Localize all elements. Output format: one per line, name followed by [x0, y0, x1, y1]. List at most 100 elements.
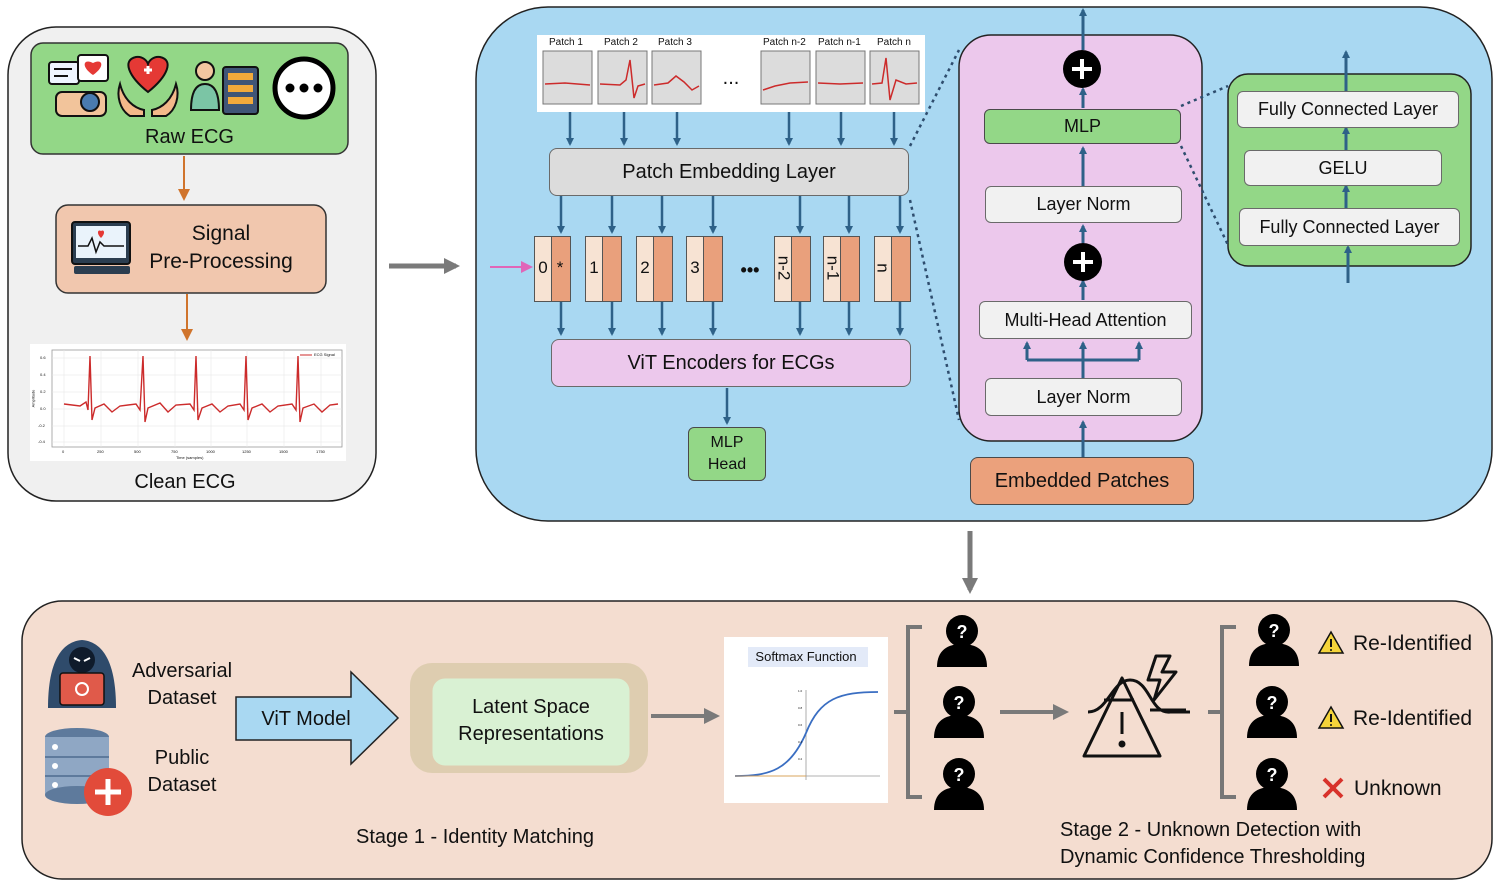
patch-thumb-n: [869, 50, 920, 105]
fully-connected-top: Fully Connected Layer: [1237, 91, 1459, 128]
patch-thumb-2: [597, 50, 648, 105]
patch-strip: [537, 35, 925, 112]
token-label: n: [874, 263, 893, 273]
patch-thumb-n1: [815, 50, 866, 105]
encoder-mlp: MLP: [984, 109, 1181, 144]
svg-text:?: ?: [1269, 621, 1280, 641]
patch-arrows: [566, 107, 898, 146]
softmax-title: Softmax Function: [755, 648, 857, 664]
plot-ytick: -0.4: [38, 439, 45, 444]
heart-hands-icon: [117, 55, 179, 117]
adversarial-dataset-label: Adversarial Dataset: [131, 660, 233, 709]
token-cell: [653, 236, 673, 302]
more-options-icon: [272, 56, 336, 120]
public-dataset-label: Public Dataset: [147, 747, 217, 796]
plot-xtick: 500: [134, 449, 141, 454]
person-icons: ? ? ? ? ? ?: [934, 614, 1299, 810]
warning-icon-1: [1317, 630, 1345, 654]
svg-text:?: ?: [954, 693, 965, 713]
layer-norm-top: Layer Norm: [985, 186, 1182, 223]
hacker-icon: [48, 640, 116, 708]
zoom-lines: [908, 49, 1230, 421]
token-label: 0: [538, 258, 548, 277]
mlp-head: MLP Head: [688, 427, 766, 481]
token-label-vertical: n: [874, 236, 893, 300]
bracket-1: [894, 625, 922, 799]
plus-circle-top: [1063, 50, 1101, 88]
token-cell: [551, 236, 571, 302]
vit-encoders: ViT Encoders for ECGs: [551, 339, 911, 387]
patch-label: Patch 3: [658, 37, 692, 48]
multi-head-attention: Multi-Head Attention: [979, 301, 1192, 339]
softmax-ytick: 0.8: [798, 706, 803, 710]
gelu-layer: GELU: [1244, 150, 1442, 186]
person-icon: ?: [934, 686, 984, 738]
token-cell: [891, 236, 911, 302]
patch-label: Patch n: [877, 37, 911, 48]
smartwatch-chat-icon: [48, 54, 109, 117]
threshold-warning-icon: [1082, 654, 1190, 758]
plot-ytick: 0.0: [40, 406, 46, 411]
plot-xtick: 1250: [242, 449, 251, 454]
plot-xtick: 1000: [206, 449, 215, 454]
patch-label: Patch n-2: [763, 37, 806, 48]
svg-text:?: ?: [954, 765, 965, 785]
plot-legend: ECG Signal: [314, 352, 335, 357]
plot-ytick: 0.4: [40, 372, 46, 377]
person-icon: ?: [1249, 614, 1299, 666]
token-label: 3: [690, 258, 700, 277]
layer-norm-bottom: Layer Norm: [985, 378, 1182, 416]
monitor-icon: [71, 221, 131, 274]
svg-text:?: ?: [1267, 765, 1278, 785]
token-label: 1: [589, 258, 599, 277]
token-cell: [703, 236, 723, 302]
clean-ecg-label: Clean ECG: [134, 470, 236, 493]
outcome-reidentified: Re-Identified: [1353, 632, 1473, 655]
vit-model-arrow: [235, 670, 400, 766]
plot-ytick: 0.2: [40, 389, 46, 394]
svg-text:?: ?: [957, 622, 968, 642]
stage2-label: Stage 2 - Unknown Detection with Dynamic…: [1060, 819, 1366, 868]
token-cell: [840, 236, 860, 302]
token-encoder-arrows: [557, 301, 904, 425]
latent-space-label: Latent Space Representations: [458, 696, 604, 745]
patch-thumb-3: [651, 50, 702, 105]
outcome-unknown: Unknown: [1354, 777, 1442, 800]
plot-xtick: 250: [97, 449, 104, 454]
mlp-detail-arrows: [1342, 50, 1352, 283]
fully-connected-bottom: Fully Connected Layer: [1239, 208, 1460, 246]
softmax-ytick: 1.0: [798, 689, 803, 693]
softmax-ytick: 0.6: [798, 723, 803, 727]
plus-circle-bottom: [1064, 243, 1102, 281]
plot-ylabel: Amplitude: [30, 389, 36, 408]
person-icon: ?: [1247, 758, 1297, 810]
person-icon: ?: [937, 615, 987, 667]
database-plus-icon: [45, 728, 132, 816]
softmax-plot: [724, 637, 888, 803]
person-icon: ?: [1247, 686, 1297, 738]
plot-xlabel: Time (samples): [176, 455, 204, 460]
doctor-server-icon: [189, 61, 259, 115]
patch-embedding-layer: Patch Embedding Layer: [549, 148, 909, 196]
raw-ecg-box: [30, 42, 349, 155]
softmax-ytick: 0.4: [798, 740, 803, 744]
embedding-token-arrows: [557, 196, 904, 234]
bracket-2: [1208, 625, 1236, 799]
patch-label: Patch 1: [549, 37, 583, 48]
latent-box: [432, 678, 630, 766]
raw-ecg-label: Raw ECG: [145, 125, 234, 148]
outcome-reidentified: Re-Identified: [1353, 707, 1473, 730]
plot-xtick: 750: [171, 449, 178, 454]
clean-ecg-plot: [30, 344, 346, 461]
token-label: *: [556, 258, 564, 277]
token-label-vertical: n-2: [774, 236, 793, 300]
token-cell: [791, 236, 811, 302]
token-cell: [602, 236, 622, 302]
softmax-ytick: 0.2: [798, 757, 803, 761]
patch-thumb-1: [542, 50, 593, 105]
stage1-label: Stage 1 - Identity Matching: [356, 825, 594, 848]
cross-icon: [1322, 777, 1344, 799]
patch-ellipsis: ...: [722, 66, 740, 89]
encoder-arrows: [1023, 8, 1143, 457]
patch-label: Patch n-1: [818, 37, 861, 48]
